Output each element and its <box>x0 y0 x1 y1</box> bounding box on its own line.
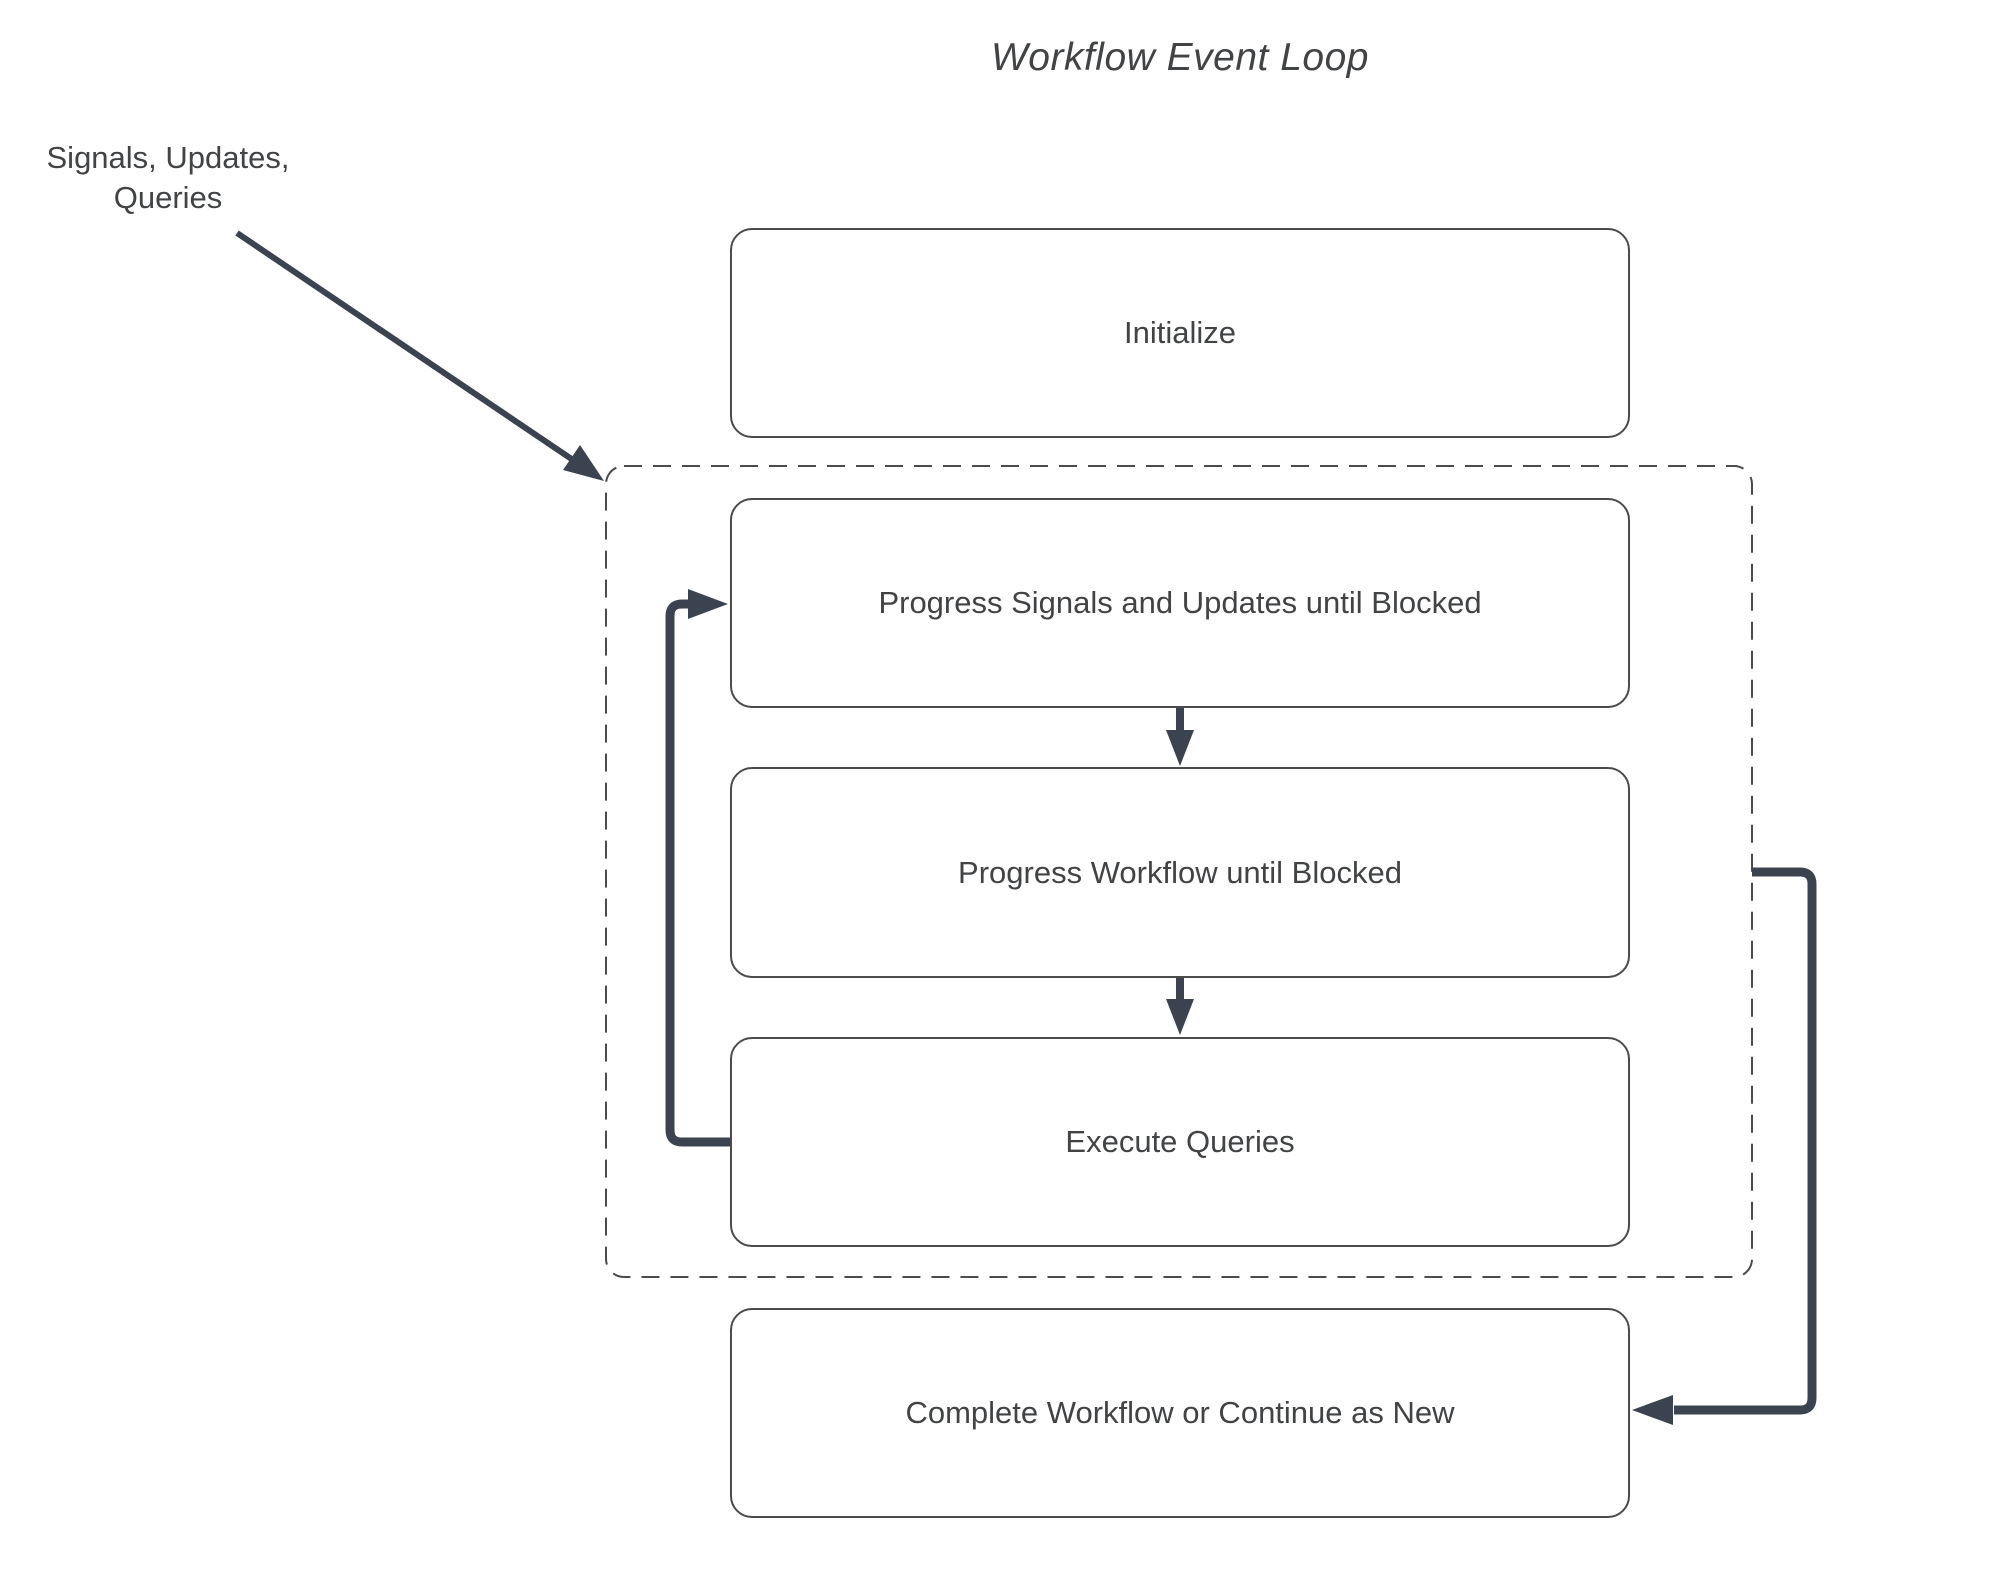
arrow-workflow-to-queries <box>1166 978 1194 1035</box>
signals-updates-queries-label: Signals, Updates, Queries <box>46 140 290 215</box>
execute-queries-label: Execute Queries <box>1065 1124 1295 1159</box>
loop-back-arrow <box>665 589 730 1147</box>
progress-signals-label: Progress Signals and Updates until Block… <box>878 585 1482 620</box>
continue-as-new-arrow <box>1632 867 1817 1425</box>
signals-input-arrow <box>235 230 604 481</box>
initialize-box: Initialize <box>730 228 1630 438</box>
progress-workflow-box: Progress Workflow until Blocked <box>730 767 1630 978</box>
complete-workflow-box: Complete Workflow or Continue as New <box>730 1308 1630 1518</box>
progress-workflow-label: Progress Workflow until Blocked <box>958 854 1402 890</box>
initialize-label: Initialize <box>1124 315 1236 350</box>
diagram-title: Workflow Event Loop <box>990 36 1369 79</box>
complete-workflow-label: Complete Workflow or Continue as New <box>905 1395 1455 1430</box>
arrow-signals-to-workflow <box>1166 708 1194 766</box>
execute-queries-box: Execute Queries <box>730 1037 1630 1247</box>
progress-signals-box: Progress Signals and Updates until Block… <box>730 498 1630 708</box>
